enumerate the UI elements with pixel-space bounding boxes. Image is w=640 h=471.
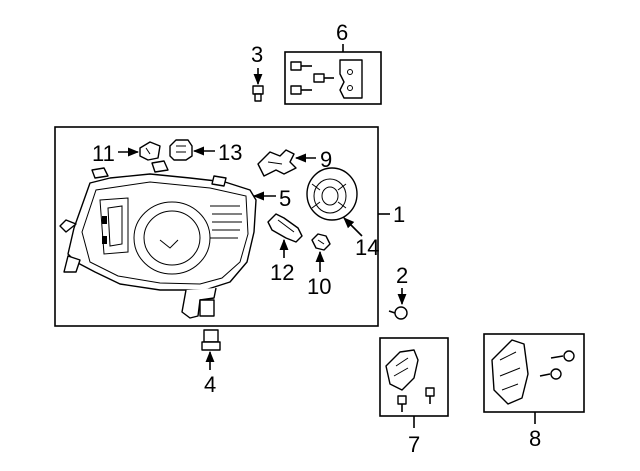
hardware-kit-6 bbox=[290, 59, 363, 99]
callout-14: 14 bbox=[355, 235, 379, 260]
bracket-kit-7 bbox=[385, 349, 435, 412]
callout-9: 9 bbox=[320, 147, 332, 172]
dust-cap-14 bbox=[306, 167, 358, 221]
callout-10: 10 bbox=[307, 274, 331, 299]
bracket-kit-8 bbox=[491, 339, 575, 405]
bulb-10 bbox=[311, 233, 331, 251]
callout-4: 4 bbox=[204, 372, 216, 397]
bulb-9 bbox=[257, 149, 297, 177]
bulb-11 bbox=[139, 141, 161, 161]
callout-12: 12 bbox=[270, 260, 294, 285]
callout-2: 2 bbox=[396, 263, 408, 288]
bracket-kit-frame-8 bbox=[483, 333, 585, 413]
screw-3 bbox=[252, 85, 264, 102]
callout-7: 7 bbox=[408, 432, 420, 457]
headlamp-housing bbox=[59, 160, 257, 319]
clip-4 bbox=[201, 329, 221, 351]
socket-13 bbox=[169, 139, 193, 161]
leader-14 bbox=[343, 217, 363, 237]
callout-8: 8 bbox=[529, 426, 541, 451]
callout-5: 5 bbox=[279, 186, 291, 211]
callout-6: 6 bbox=[336, 20, 348, 45]
screw-2 bbox=[388, 306, 408, 320]
callout-3: 3 bbox=[251, 42, 263, 67]
callout-11: 11 bbox=[92, 141, 115, 166]
callout-13: 13 bbox=[218, 140, 242, 165]
hardware-kit-frame bbox=[284, 51, 382, 105]
bulb-12 bbox=[267, 213, 303, 243]
headlamp-assembly-frame bbox=[54, 126, 379, 327]
callout-1: 1 bbox=[393, 202, 405, 227]
